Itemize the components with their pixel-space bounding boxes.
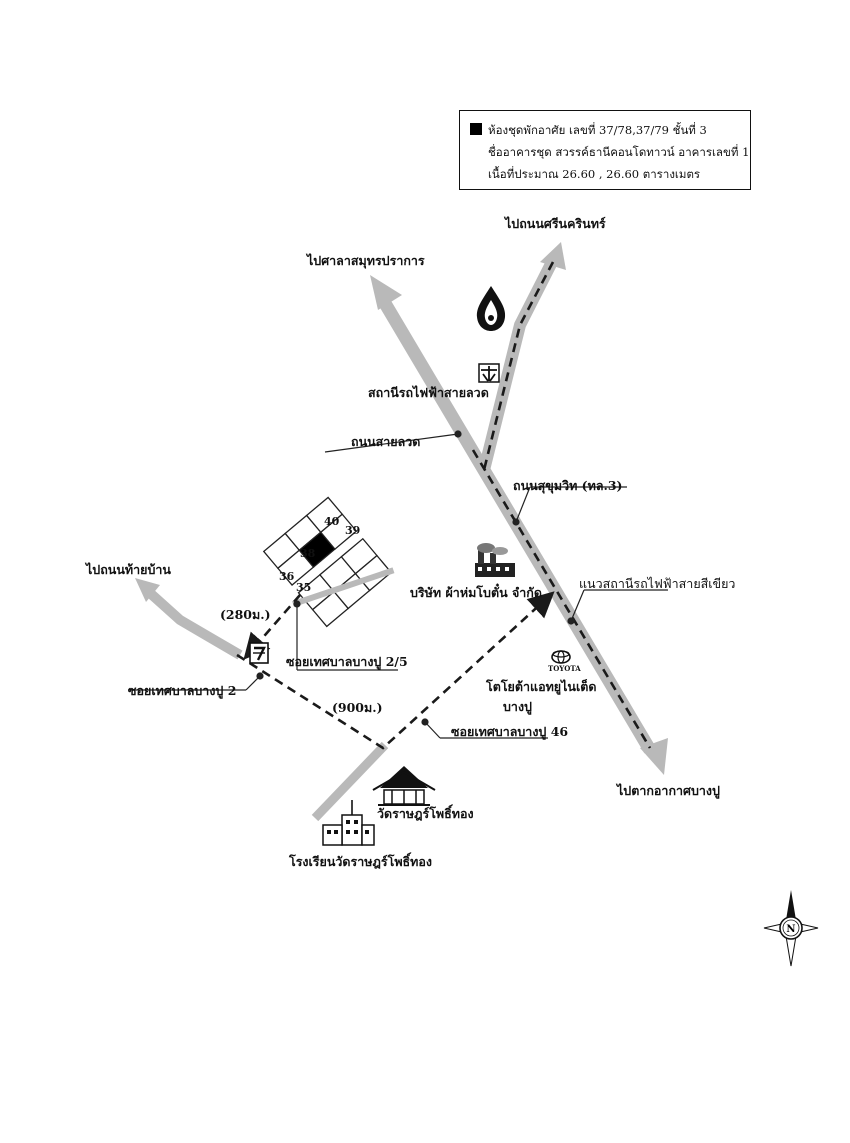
label-distance-280: (280ม.) xyxy=(220,607,271,622)
legend-box: ห้องชุดพักอาศัย เลขที่ 37/78,37/79 ชั้นท… xyxy=(459,110,751,190)
legend-swatch xyxy=(470,123,482,135)
label-sukhumvit-road: ถนนสุขุมวิท (ทล.3) xyxy=(513,478,623,493)
compass-n-label: N xyxy=(786,924,795,935)
flame-icon xyxy=(476,286,506,331)
label-green-line: แนวสถานีรถไฟฟ้าสายสีเขียว xyxy=(579,576,736,591)
label-bts-station: สถานีรถไฟฟ้าสายลวด xyxy=(368,385,489,400)
lot-number: 35 xyxy=(296,581,312,594)
toyota-logo-icon xyxy=(551,650,571,664)
lot-number: 40 xyxy=(324,515,340,528)
legend-line-1-text: ห้องชุดพักอาศัย เลขที่ 37/78,37/79 ชั้นท… xyxy=(488,123,707,137)
leader-lines xyxy=(128,430,668,739)
label-distance-900: (900ม.) xyxy=(332,700,383,715)
train-station-icon xyxy=(478,363,500,383)
label-to-bang-pu: ไปตากอากาศบางปู xyxy=(617,783,720,798)
label-soi-2-5: ซอยเทศบาลบางปู 2/5 xyxy=(286,654,408,669)
lot-grid xyxy=(262,496,395,628)
label-soi-46: ซอยเทศบาลบางปู 46 xyxy=(451,724,569,739)
legend-line-3: เนื้อที่ประมาณ 26.60 , 26.60 ตารางเมตร xyxy=(488,167,701,181)
label-toyota-line2: บางปู xyxy=(503,699,532,714)
lot-number: 39 xyxy=(345,524,361,537)
srinakarin-road xyxy=(478,242,566,472)
label-school: โรงเรียนวัดราษฎร์โพธิ์ทอง xyxy=(289,854,433,869)
label-temple: วัดราษฎร์โพธิ์ทอง xyxy=(377,806,474,821)
legend-line-2: ชื่ออาคารชุด สวรรค์ธานีคอนโดทาวน์ อาคารเ… xyxy=(488,145,750,159)
compass-icon: N xyxy=(763,890,819,967)
legend-line-1: ห้องชุดพักอาศัย เลขที่ 37/78,37/79 ชั้นท… xyxy=(470,119,740,141)
school-icon xyxy=(322,800,375,846)
label-sailuat-road: ถนนสายลวด xyxy=(351,434,421,449)
soi-46-road xyxy=(311,741,389,822)
route-lines xyxy=(236,261,652,750)
label-soi-2: ซอยเทศบาลบางปู 2 xyxy=(128,683,237,698)
label-to-srinakarin: ไปถนนศรีนครินทร์ xyxy=(505,216,606,231)
label-to-samut-prakan: ไปศาลาสมุทรปราการ xyxy=(307,253,425,268)
lot-number: 38 xyxy=(300,547,316,560)
label-toyota-logo: TOYOTA xyxy=(548,664,581,673)
label-to-thai-ban: ไปถนนท้ายบ้าน xyxy=(86,562,171,577)
factory-icon xyxy=(475,543,515,577)
label-toyota: โตโยต้าแอทยูไนเต็ด xyxy=(486,679,597,694)
thai-ban-road xyxy=(135,578,243,660)
label-company: บริษัท ผ้าห่มโบตั๋น จำกัด xyxy=(410,585,542,600)
convenience-store-icon xyxy=(249,642,269,664)
lot-number: 36 xyxy=(279,570,295,583)
temple-icon xyxy=(372,766,436,806)
